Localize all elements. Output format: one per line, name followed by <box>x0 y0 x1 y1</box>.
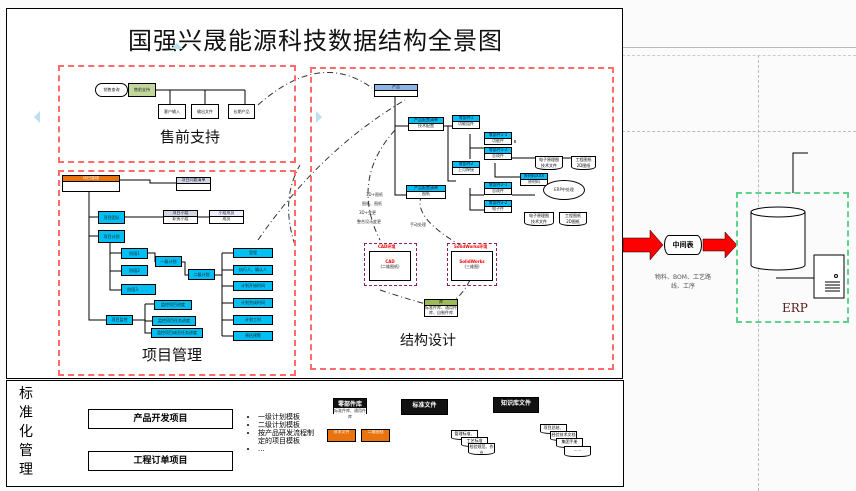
level2-plan-node: 二级计划 <box>188 269 215 280</box>
divider-line <box>758 55 759 491</box>
structure-region <box>310 67 614 370</box>
standardization-label: 标准化管理 <box>19 386 33 478</box>
page-title: 国强兴晟能源科技数据结构全景图 <box>128 27 503 55</box>
annotation: 图纸、图纸 <box>362 201 382 206</box>
tech-file-node: 技术文件 <box>327 429 356 442</box>
product-dev-project-button[interactable]: 产品开发项目 <box>88 409 233 429</box>
divider-line <box>622 55 856 56</box>
erp-process-bubble: ERP中处理 <box>543 180 585 200</box>
plan-attr-node: 执行人、确认人 <box>233 265 273 275</box>
sales-inquiry-node: 销售查询 <box>95 83 128 97</box>
presales-region <box>58 65 296 163</box>
stage-node: 阶段1 <box>121 248 148 259</box>
knowledge-base-node: 知识库文件 <box>493 397 539 413</box>
divider-line <box>622 47 856 48</box>
config-list-node: 产品配置清单图纸 <box>406 185 446 199</box>
erp-region <box>736 192 849 323</box>
team-node: 项目团队 <box>98 211 125 224</box>
intermediate-table: 中间表 <box>664 235 702 255</box>
integration-desc: 物料、BOM、工艺路线、工序 <box>655 274 711 290</box>
cad-environment <box>364 243 417 286</box>
document-node: 电子原理图技术文件 <box>524 212 554 226</box>
parts-library-node: 零部件库标准件库、通用件库 <box>333 398 367 420</box>
erp-label: ERP <box>782 301 808 315</box>
cad-env-label: CAD环境 <box>378 244 396 249</box>
level1-plan-node: 一级计划 <box>155 256 182 267</box>
engineering-order-project-button[interactable]: 工程订单项目 <box>88 451 233 471</box>
presales-node: 售前支持 <box>128 83 156 97</box>
sw-env-label: SolidWorks环境 <box>454 244 488 249</box>
server-icon <box>813 254 845 299</box>
project-label: 项目管理 <box>142 346 203 364</box>
std-doc: 检验规范、作业 <box>468 443 495 455</box>
annotation: 3D+变更 <box>359 210 376 215</box>
stage-node: 阶段2 <box>121 265 148 276</box>
group-node: 项目小组职责小组 <box>163 210 198 224</box>
output-file-node: 输出文件 <box>191 104 219 119</box>
plan-attr-node: 计划工时 <box>233 315 273 325</box>
presales-label: 售前支持 <box>160 128 221 146</box>
document-node: 电子原理图技术文件 <box>535 156 563 170</box>
annotation: 3D+图纸 <box>366 192 383 197</box>
monitor-node: 项目监控 <box>106 315 133 325</box>
plan-attr-node: 计划开始时间 <box>233 281 273 291</box>
annotation: 手动处理 <box>410 222 426 227</box>
customer-input-node: 客户输入 <box>158 104 186 119</box>
product-node: 长期产品 <box>228 104 255 119</box>
project-region <box>58 170 296 376</box>
standard-files-node: 标准文件 <box>401 399 448 415</box>
monitor-item: 监控项目成员任务进度 <box>151 328 203 338</box>
plan-attr-node: 计划完成时间 <box>233 298 273 308</box>
plan-attr-node: 里程 <box>233 248 273 258</box>
solidworks-node: SolidWorks(三维图) <box>451 251 493 281</box>
monitor-item: 监控项目任务进度 <box>152 316 196 326</box>
library-node: 库标准件库、通用件库、自制件库 <box>424 299 458 317</box>
structure-label: 结构设计 <box>400 333 456 349</box>
annotation: 整合设计变更 <box>357 219 381 224</box>
monitor-item: 监控项目进度 <box>154 300 192 310</box>
project-root-node: 项目管理 <box>62 175 120 192</box>
plan-node: 项目计划 <box>98 230 125 243</box>
stage-node: 阶段3．．． <box>121 284 156 295</box>
product-root-node: 产品 <box>374 84 418 97</box>
divider-line <box>622 131 856 132</box>
issues-node: 项目问题清单 <box>176 177 211 191</box>
members-node: 小组成员成员 <box>209 210 244 224</box>
2d-drawing-node: 二维图档 <box>361 429 390 442</box>
database-icon <box>750 206 806 271</box>
cad-node: CAD(二维图纸) <box>369 251 411 281</box>
template-list: 一级计划模板二级计划模板按产品研发流程制定的项目模板... <box>250 413 320 453</box>
config-list-node: 产品配置清单技术配置 <box>408 117 444 131</box>
kb-doc: …… <box>564 446 591 457</box>
plan-attr-node: 预估预警 <box>233 331 273 341</box>
solidworks-environment <box>447 243 497 286</box>
